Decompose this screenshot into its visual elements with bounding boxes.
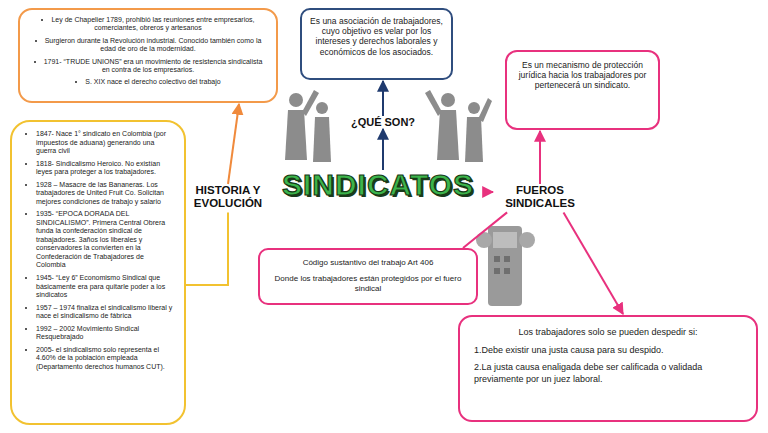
bullet-item: S. XIX nace el derecho colectivo del tra… [32,78,264,86]
central-title: SINDICATOS [268,168,488,201]
timeline-box: 1847- Nace 1° sindicato en Colombia (por… [10,120,186,425]
connector [382,81,384,116]
topic-label: ¿QUÉ SON? [338,116,428,128]
topic-label: FUEROS SINDICALES [493,184,587,210]
connector [564,212,624,314]
topic-label: HISTORIA Y EVOLUCIÓN [188,184,268,210]
node-text: Donde los trabajadores están protegidos … [270,274,466,294]
bullet-item: 1935- “EPOCA DORADA DEL SINDICALISMO”. P… [36,210,174,270]
bullet-item: 1847- Nace 1° sindicato en Colombia (por… [36,130,174,156]
node-text: FUEROS SINDICALES [493,184,587,210]
workers-silhouette [285,90,492,162]
condition-box: Los trabajadores solo se pueden despedir… [458,315,758,422]
node-text: 1.Debe existir una justa causa para su d… [474,345,742,357]
bullet-item: 1945- “Ley 6” Economismo Sindical que bá… [36,274,174,300]
bullet-item: 1957 – 1974 finaliza el sindicalismo lib… [36,304,174,321]
law-box: Código sustantivo del trabajo Art 406Don… [258,248,478,305]
node-text: Código sustantivo del trabajo Art 406 [270,258,466,268]
definition-box: Es un mecanismo de protección jurídica h… [505,50,660,130]
bullet-item: Ley de Chapelier 1789, prohibió las reun… [32,16,264,33]
bullet-item: 1791- “TRUDE UNIONS” era un movimiento d… [32,58,264,75]
connector [228,104,239,184]
history-note-box: Ley de Chapelier 1789, prohibió las reun… [18,8,278,103]
node-text: HISTORIA Y EVOLUCIÓN [188,184,268,210]
bullet-item: 2005- el sindicalismo solo representa el… [36,346,174,372]
bullet-item: 1992 – 2002 Movimiento Sindical Resquebr… [36,325,174,342]
connector [382,129,384,170]
bullet-item: 1818- Sindicalismo Heroico. No existían … [36,160,174,177]
definition-box: Es una asociación de trabajadores, cuyo … [300,8,453,80]
connector [463,212,507,248]
connector [488,191,493,193]
robot-figure [476,226,535,306]
connector [186,212,228,285]
node-text: Los trabajadores solo se pueden despedir… [474,327,742,339]
bullet-list: Ley de Chapelier 1789, prohibió las reun… [32,16,264,87]
node-text: Es un mecanismo de protección jurídica h… [517,60,648,91]
connector [539,131,541,184]
bullet-item: 1928 – Masacre de las Bananeras. Los tra… [36,181,174,207]
node-text: SINDICATOS [268,168,488,201]
bullet-list: 1847- Nace 1° sindicato en Colombia (por… [26,130,174,371]
bullet-item: Surgieron durante la Revolución industri… [32,37,264,54]
node-text: Es una asociación de trabajadores, cuyo … [310,16,443,57]
node-text: ¿QUÉ SON? [338,116,428,128]
node-text: 2.La justa causa enaligada debe ser cali… [474,362,742,385]
